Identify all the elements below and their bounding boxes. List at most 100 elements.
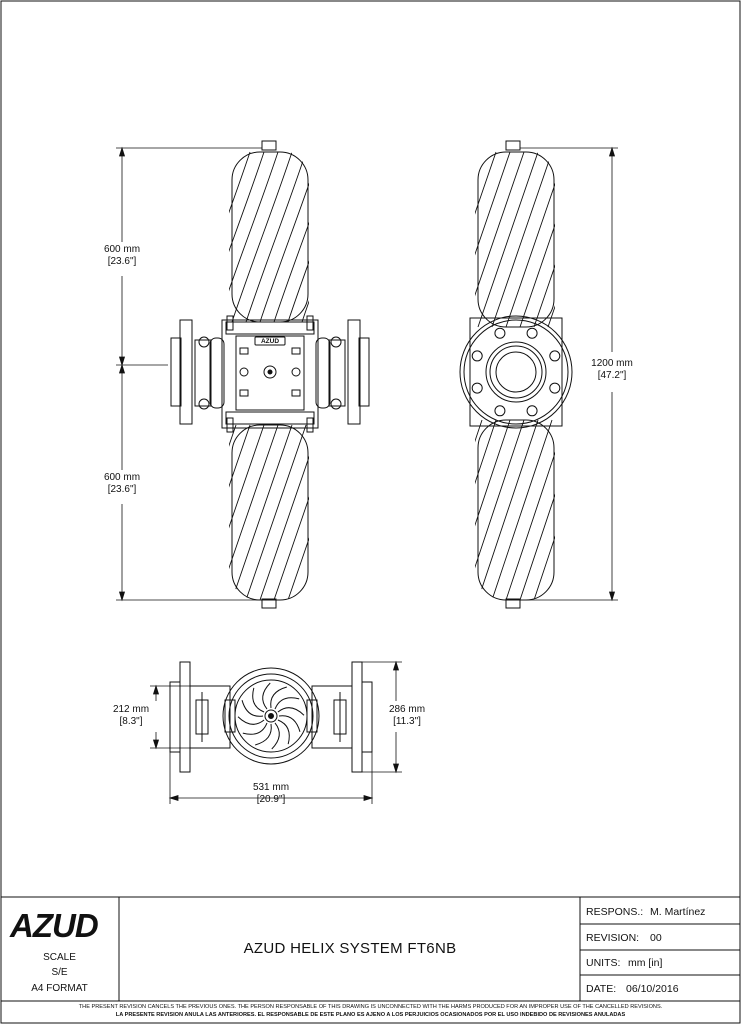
date-label: DATE: [586,983,617,995]
top-view [169,661,373,773]
helix-line [491,419,553,600]
footer-spanish: LA PRESENTE REVISIÓN ANULA LAS ANTERIORE… [115,1012,626,1018]
side-pipe-bore [495,351,537,393]
helix-line [408,420,468,600]
impeller-blade [241,700,264,717]
side-center-body [469,317,563,427]
helix-line [590,420,650,600]
helix-line [394,152,454,327]
front-dimension-lines [116,146,262,602]
flange-bolt-hole [494,327,506,339]
helix-line [408,152,468,327]
helix-line [273,424,309,600]
helix-line [394,420,454,600]
helix-line [475,419,483,600]
helix-line [229,424,237,600]
side-top-cap [505,140,521,151]
helix-line [259,424,309,600]
top-housing [222,667,320,765]
helix-line [477,151,539,328]
top-left-stub [189,685,231,749]
front-upper-dimension-label: 600 mm[23.6"] [103,244,141,267]
helix-line [505,151,555,328]
helix-line [229,424,279,600]
flange-bolt-hole [471,382,483,394]
helix-line [287,151,309,323]
helix-line [475,151,525,328]
date-value: 06/10/2016 [626,983,679,995]
helix-line [372,152,432,322]
helix-line [148,425,208,600]
helix-line [229,424,251,600]
body-logo-text: AZUD [260,338,280,345]
front-lower-dimension-label: 600 mm[23.6"] [103,472,141,495]
scale-value: S/E [51,967,68,978]
front-center-body [221,319,319,429]
helix-line [231,424,293,600]
impeller-blade [270,686,287,709]
helix-line [519,151,555,328]
drawing-title: AZUD HELIX SYSTEM FT6NB [243,940,457,957]
impeller-blade [255,723,272,746]
helix-line [576,420,636,600]
front-view [148,140,432,609]
flange-bolt-hole [549,382,561,394]
units-label: UNITS: [586,957,621,969]
helix-line [618,420,678,600]
front-lower-vessel [231,424,309,601]
helix-line [358,152,418,322]
flange-bolt-hole [526,405,538,417]
helix-line [330,152,390,322]
top-right-flange [351,661,363,773]
side-flange [459,315,573,429]
flange-bolt-hole [526,327,538,339]
impeller-blade [242,722,268,735]
revision-label: REVISION: [586,932,640,944]
side-bottom-cap [505,598,521,609]
helix-line [533,419,555,600]
side-lower-vessel [477,419,555,601]
helix-line [632,420,692,600]
top-flange-dimension-label: 286 mm[11.3"] [388,704,426,727]
helix-line [477,419,539,600]
helix-line [604,152,664,327]
helix-line [148,152,208,322]
respons-label: RESPONS.: [586,906,644,918]
helix-line [229,151,279,323]
title-block [1,896,740,1002]
impeller-blade [237,716,265,725]
helix-line [475,419,511,600]
impeller-blade [277,707,305,716]
helix-line [344,152,404,322]
top-dimension-lines [150,660,402,804]
helix-line [590,152,650,327]
front-top-cap [261,140,277,151]
helix-line [273,151,309,323]
helix-line [475,419,525,600]
helix-line [632,152,692,327]
helix-line [301,151,309,323]
helix-line [231,151,293,323]
top-length-dimension-label: 531 mm[20.9"] [252,782,290,805]
front-right-flange [347,319,361,425]
side-dimension-lines [520,146,618,602]
helix-line [229,424,265,600]
helix-line [533,151,555,328]
side-upper-vessel [477,151,555,328]
impeller-blade [252,687,265,713]
impeller-blade [262,682,271,710]
helix-line [316,152,376,322]
front-bottom-cap [261,598,277,609]
impeller-blade [274,697,300,710]
helix-line [562,152,622,327]
helix-line [372,425,432,600]
top-left-flange [179,661,191,773]
front-body-logo-plate [254,336,286,346]
helix-line [344,425,404,600]
top-height-dimension-label: 212 mm[8.3"] [112,704,150,727]
azud-logo-text: AZUD [9,907,98,942]
scale-label: SCALE [43,952,76,963]
helix-line [562,420,622,600]
